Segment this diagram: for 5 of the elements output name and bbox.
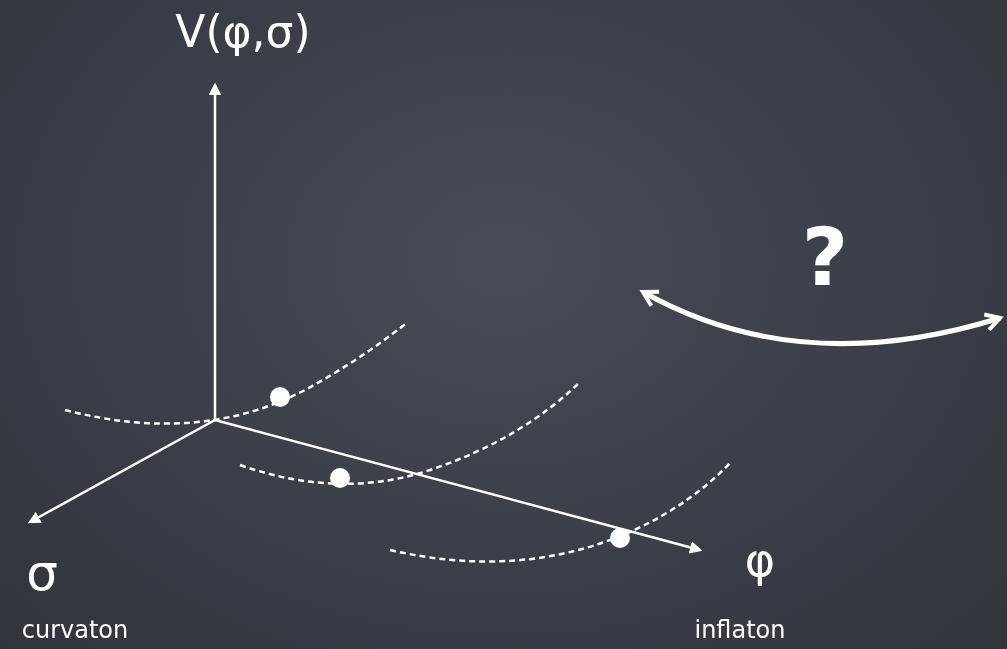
question-mark: ? — [801, 218, 849, 298]
field-name: inflaton — [694, 618, 786, 642]
axis-label: V(φ,σ) — [175, 10, 311, 54]
axis-label: σ — [26, 548, 58, 598]
field-name: curvaton — [21, 618, 129, 642]
